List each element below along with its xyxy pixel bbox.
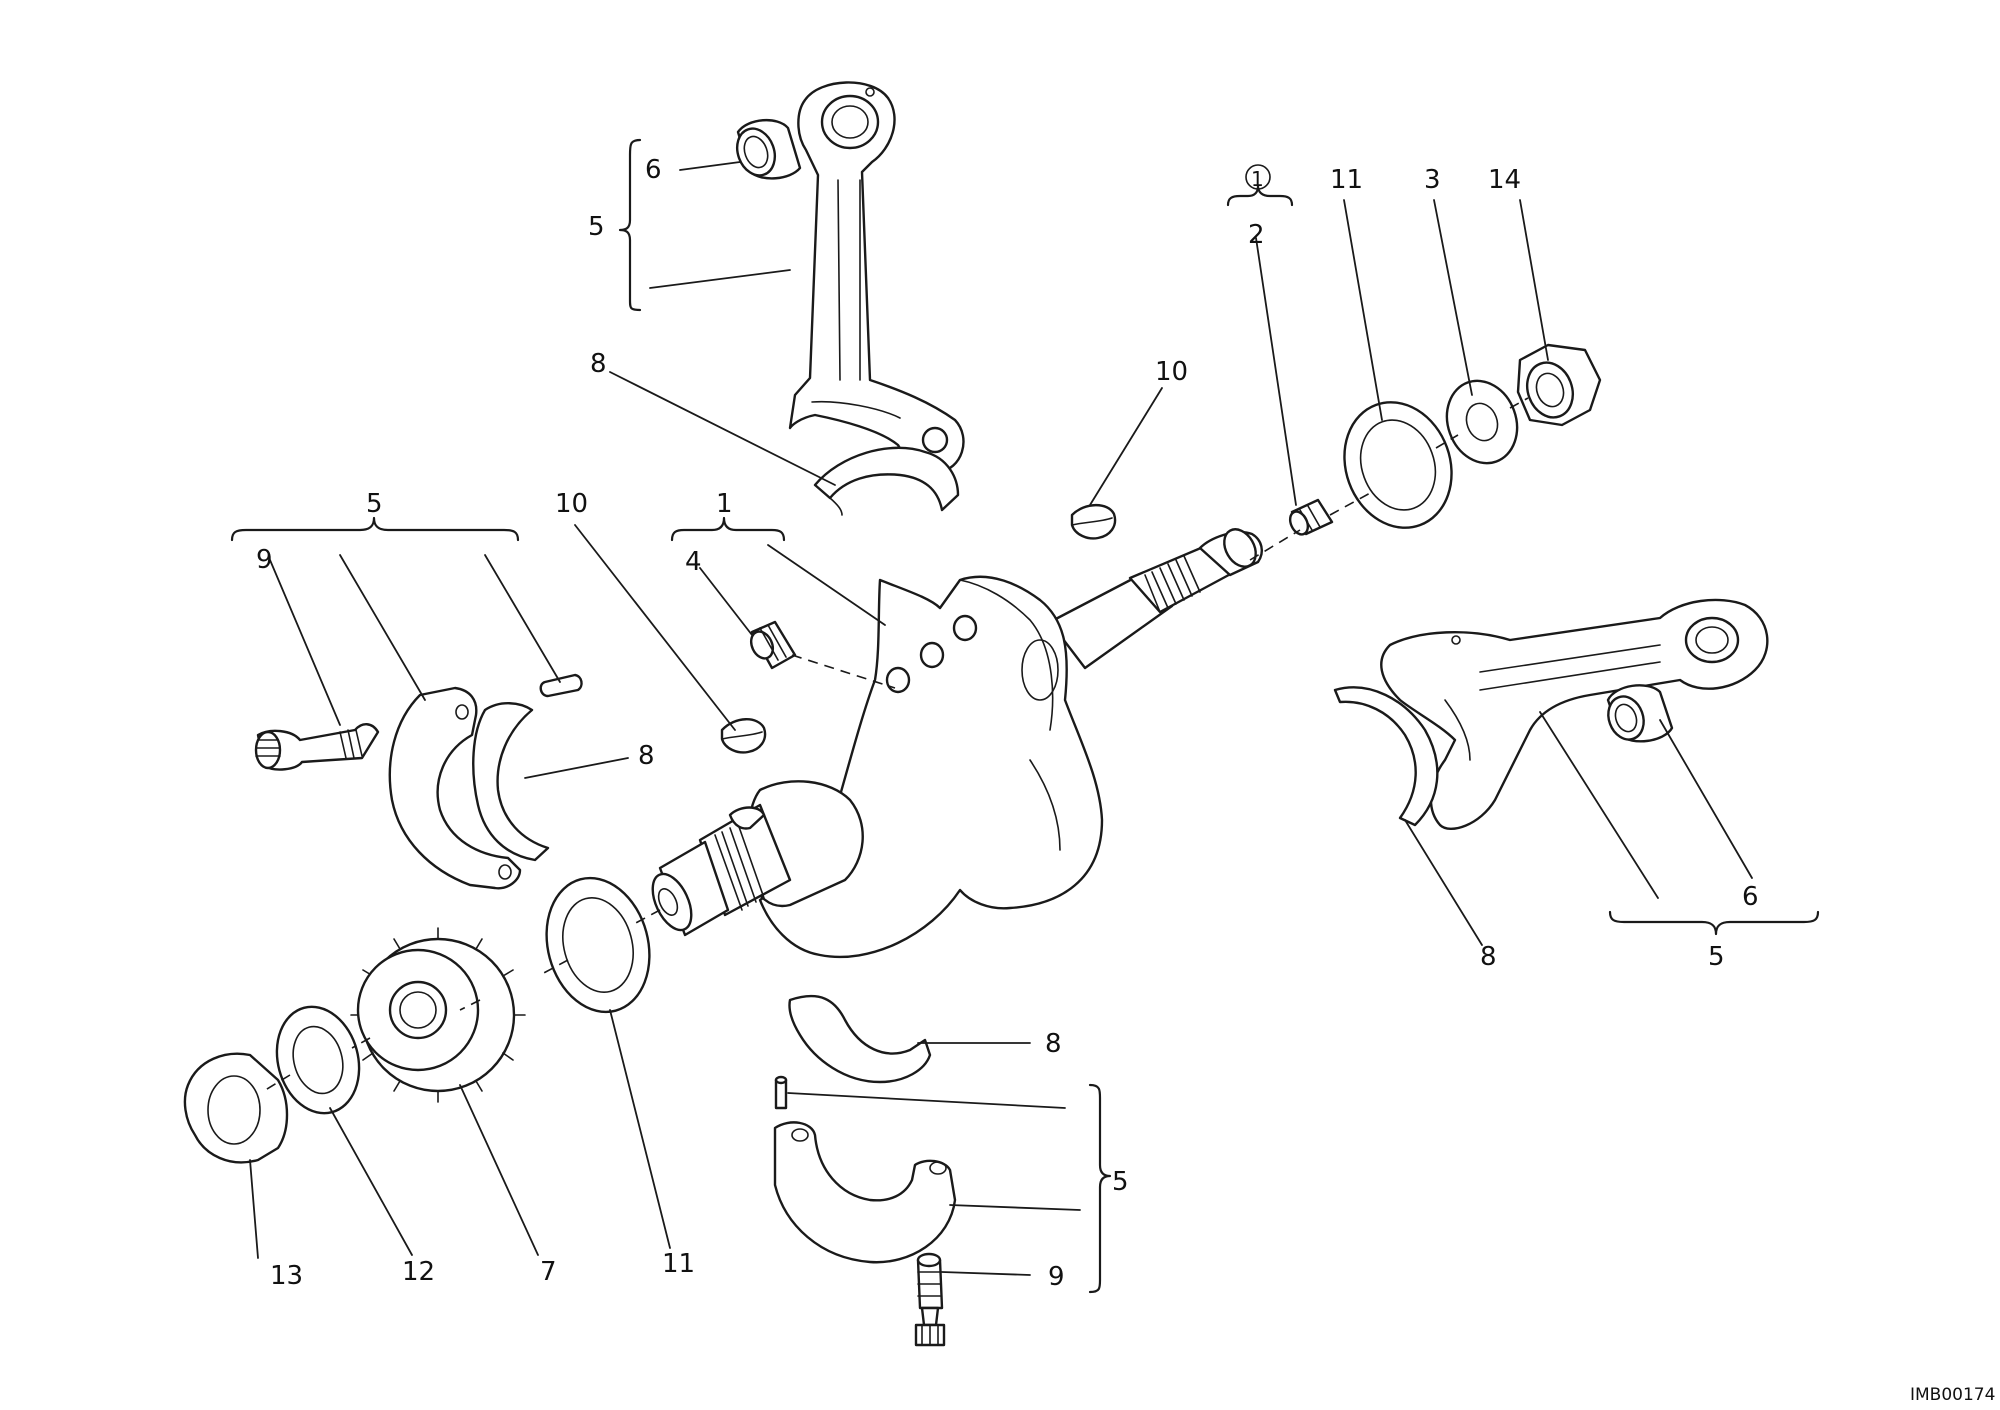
thrust-washer-front — [545, 876, 651, 1014]
callout-7: 7 — [540, 1257, 557, 1287]
bearing-cap-left — [388, 686, 522, 890]
woodruff-key-upper — [1070, 503, 1117, 540]
washer-left — [275, 1005, 361, 1115]
callout-8: 8 — [590, 349, 607, 379]
axis-plug-left — [791, 654, 896, 689]
crankshaft — [651, 528, 1264, 959]
callout-labels: 6 5 8 10 1 2 11 3 14 5 9 10 1 4 8 8 6 5 … — [256, 155, 1759, 1292]
bearing-shell-left — [472, 702, 550, 862]
callout-9: 9 — [256, 545, 273, 575]
callout-1: 1 — [716, 489, 733, 519]
washer-right — [1445, 379, 1519, 465]
cap-bolt-left — [254, 723, 380, 771]
callout-4: 4 — [685, 547, 702, 577]
connecting-rod-right — [1380, 598, 1769, 830]
callout-11: 11 — [662, 1249, 695, 1279]
callout-1-circled: 1 — [1251, 167, 1264, 191]
axis-right-assembly — [1249, 397, 1529, 561]
connecting-rod-top — [788, 81, 965, 474]
callout-10: 10 — [1155, 357, 1188, 387]
callout-6: 6 — [1742, 882, 1759, 912]
drawing-code: IMB00174 — [1910, 1385, 1995, 1405]
cap-bolt-bottom — [914, 1252, 946, 1347]
callout-14: 14 — [1488, 165, 1521, 195]
plug-screw-right — [1288, 498, 1334, 536]
bearing-shell-bottom — [788, 994, 932, 1084]
callout-5: 5 — [1708, 942, 1725, 972]
group-braces — [230, 138, 1820, 1294]
callout-8: 8 — [638, 741, 655, 771]
callout-10: 10 — [555, 489, 588, 519]
ring-nut-left — [183, 1052, 289, 1164]
callout-8: 8 — [1480, 942, 1497, 972]
leader-lines — [249, 161, 1753, 1276]
nut-right — [1516, 343, 1602, 427]
bearing-shell-top — [813, 446, 960, 516]
woodruff-key-left — [720, 718, 767, 754]
callout-12: 12 — [402, 1257, 435, 1287]
bearing-shell-right — [1333, 686, 1439, 827]
callout-13: 13 — [270, 1261, 303, 1291]
callout-5: 5 — [588, 212, 605, 242]
bushing-top — [735, 119, 802, 180]
callout-5: 5 — [1112, 1167, 1129, 1197]
plug-screw-left — [749, 620, 797, 670]
callout-3: 3 — [1424, 165, 1441, 195]
dowel-pin-left — [539, 673, 583, 698]
bushing-right — [1606, 684, 1674, 743]
bearing-cap-bottom — [773, 1121, 957, 1264]
callout-2: 2 — [1248, 220, 1265, 250]
callout-6: 6 — [645, 155, 662, 185]
callout-8: 8 — [1045, 1029, 1062, 1059]
group-circle-marker — [1245, 164, 1271, 190]
callout-9: 9 — [1048, 1262, 1065, 1292]
callout-11: 11 — [1330, 165, 1363, 195]
crank-gear — [350, 927, 526, 1103]
thrust-washer-right — [1343, 401, 1453, 529]
dowel-pin-bottom — [774, 1075, 788, 1110]
callout-5: 5 — [366, 489, 383, 519]
